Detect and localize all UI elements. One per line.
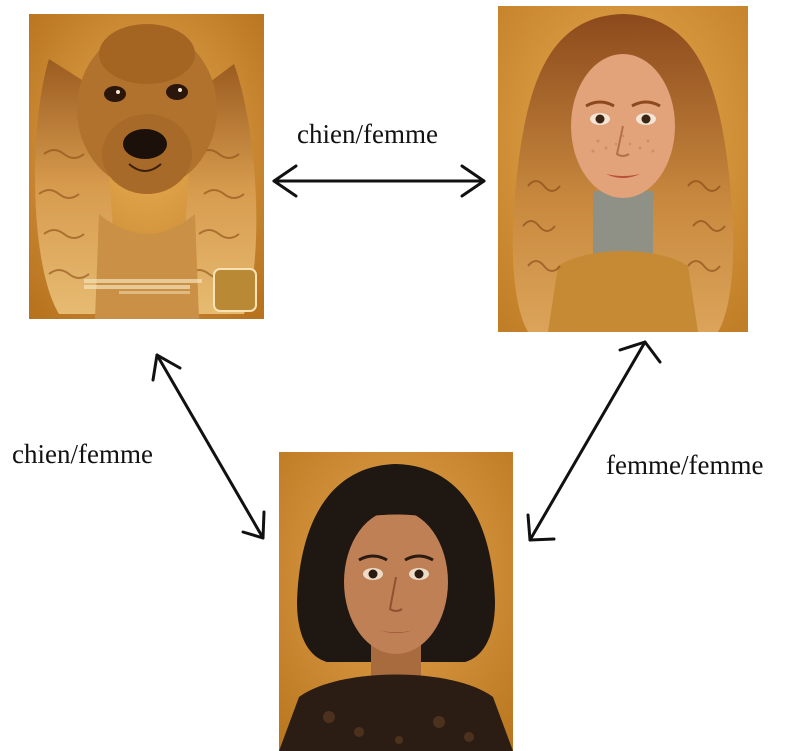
label-dog-brunette: chien/femme [12, 439, 153, 470]
arrow-redhead-brunette [530, 342, 645, 540]
brunette-woman-photo [279, 452, 513, 751]
arrowhead-left-top [274, 166, 296, 196]
ad-logo-icon [213, 268, 257, 312]
ad-fine-print [84, 279, 202, 294]
arrowhead-up-right [620, 342, 660, 362]
arrowhead-up-left [153, 355, 180, 380]
label-redhead-brunette: femme/femme [606, 450, 763, 481]
arrow-dog-brunette [157, 355, 263, 538]
brunette-illustration [279, 452, 513, 751]
redhead-illustration [498, 6, 748, 332]
label-dog-redhead: chien/femme [297, 119, 438, 150]
redhead-woman-photo [498, 6, 748, 332]
arrowhead-down-right [528, 515, 554, 540]
arrowhead-right-top [462, 166, 484, 196]
arrowhead-down-left [243, 512, 264, 538]
